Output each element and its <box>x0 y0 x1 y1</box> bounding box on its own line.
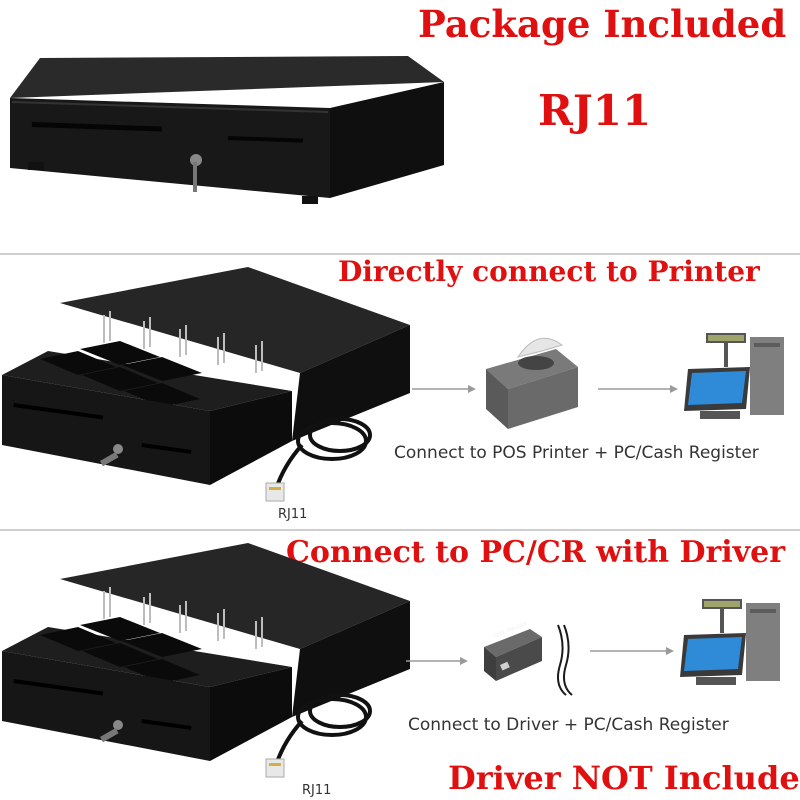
cash-drawer-open-image <box>2 543 410 761</box>
divider-middle <box>0 529 800 531</box>
driver-not-included-footer: Driver NOT Included <box>448 759 800 797</box>
arrow-right-icon <box>598 385 678 393</box>
direct-printer-caption: Connect to POS Printer + PC/Cash Registe… <box>394 443 759 463</box>
driver-connect-title: Connect to PC/CR with Driver <box>286 535 785 570</box>
arrow-right-icon <box>412 385 476 393</box>
driver-connect-caption: Connect to Driver + PC/Cash Register <box>408 715 729 735</box>
pos-printer-icon <box>486 337 578 429</box>
arrow-right-icon <box>590 647 674 655</box>
rj11-cable-image <box>265 693 372 778</box>
package-included-title: Package Included <box>418 2 787 46</box>
direct-printer-title: Directly connect to Printer <box>338 255 760 288</box>
cash-drawer-open-image <box>2 267 410 485</box>
section-driver-connect: Connect to PC/CR with Driver <box>0 531 800 800</box>
pc-cash-register-icon <box>680 599 780 685</box>
usb-driver-box-icon <box>484 624 573 696</box>
rj11-cable-label: RJ11 <box>278 507 308 522</box>
cash-drawer-closed-image <box>10 56 444 204</box>
rj11-cable-image <box>265 417 372 502</box>
rj11-cable-label: RJ11 <box>302 783 332 798</box>
divider-top <box>0 253 800 255</box>
section-package-included: Package Included RJ11 <box>0 0 800 253</box>
section-direct-printer: Directly connect to Printer <box>0 255 800 529</box>
rj11-subtitle: RJ11 <box>538 86 652 135</box>
pc-cash-register-icon <box>684 333 784 419</box>
arrow-right-icon <box>406 657 468 665</box>
